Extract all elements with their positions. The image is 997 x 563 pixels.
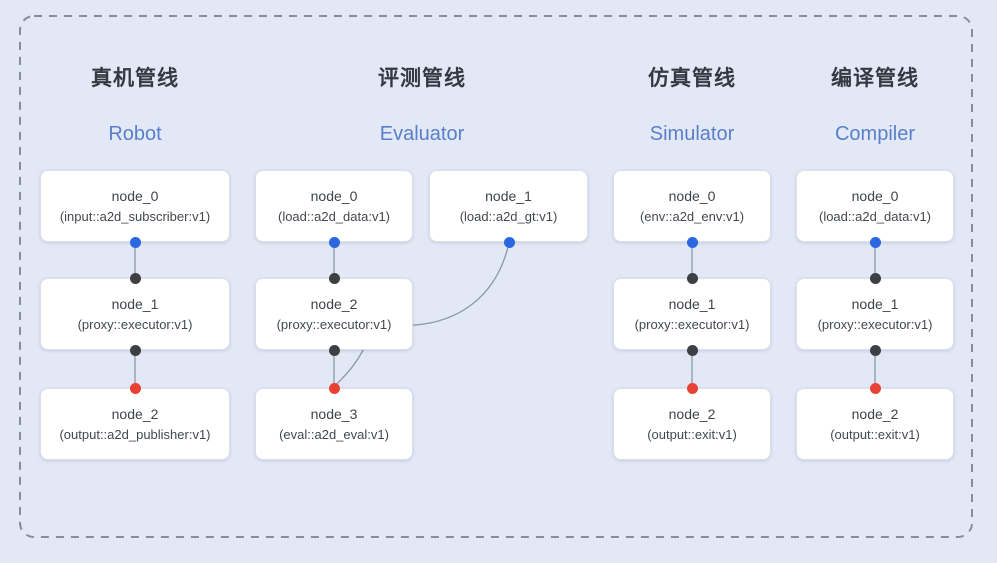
port-dot-black bbox=[686, 344, 698, 356]
port-dot-blue bbox=[328, 236, 340, 248]
pipeline-title-zh-simulator: 仿真管线 bbox=[648, 67, 736, 90]
pipeline-title-en-robot: Robot bbox=[108, 123, 162, 145]
node-subtitle: (env::a2d_env:v1) bbox=[639, 209, 745, 224]
port-dot-black bbox=[328, 344, 340, 356]
pipeline-title-zh-evaluator: 评测管线 bbox=[378, 67, 466, 90]
port-dot-blue bbox=[869, 236, 881, 248]
node-title: node_0 bbox=[851, 188, 899, 204]
node-title: node_0 bbox=[668, 188, 716, 204]
node-card-simulator-node_2: node_2(output::exit:v1) bbox=[613, 388, 771, 460]
node-title: node_1 bbox=[668, 296, 716, 312]
pipeline-title-en-compiler: Compiler bbox=[834, 123, 916, 145]
pipeline-title-zh-robot: 真机管线 bbox=[91, 67, 179, 90]
node-card-evaluator-node_0: node_0(load::a2d_data:v1) bbox=[255, 170, 413, 242]
node-title: node_2 bbox=[310, 296, 358, 312]
port-dot-blue bbox=[129, 236, 141, 248]
node-subtitle: (input::a2d_subscriber:v1) bbox=[59, 209, 211, 224]
node-subtitle: (load::a2d_gt:v1) bbox=[459, 209, 558, 224]
pipeline-title-en-simulator: Simulator bbox=[649, 123, 735, 145]
node-card-evaluator-node_2: node_2(proxy::executor:v1) bbox=[255, 278, 413, 350]
port-dot-black bbox=[869, 344, 881, 356]
node-card-simulator-node_1: node_1(proxy::executor:v1) bbox=[613, 278, 771, 350]
port-dot-black bbox=[129, 272, 141, 284]
node-subtitle: (output::a2d_publisher:v1) bbox=[59, 427, 211, 442]
node-card-compiler-node_0: node_0(load::a2d_data:v1) bbox=[796, 170, 954, 242]
node-title: node_0 bbox=[111, 188, 159, 204]
node-subtitle: (proxy::executor:v1) bbox=[276, 317, 392, 332]
port-dot-black bbox=[686, 272, 698, 284]
port-dot-black bbox=[129, 344, 141, 356]
pipeline-title-en-evaluator: Evaluator bbox=[379, 123, 465, 145]
port-dot-red bbox=[686, 382, 698, 394]
port-dot-blue bbox=[503, 236, 515, 248]
node-title: node_0 bbox=[310, 188, 358, 204]
node-card-robot-node_1: node_1(proxy::executor:v1) bbox=[40, 278, 230, 350]
node-card-compiler-node_2: node_2(output::exit:v1) bbox=[796, 388, 954, 460]
node-card-robot-node_0: node_0(input::a2d_subscriber:v1) bbox=[40, 170, 230, 242]
node-card-evaluator-node_3: node_3(eval::a2d_eval:v1) bbox=[255, 388, 413, 460]
node-title: node_1 bbox=[851, 296, 899, 312]
node-subtitle: (output::exit:v1) bbox=[830, 427, 920, 442]
node-subtitle: (proxy::executor:v1) bbox=[817, 317, 933, 332]
node-title: node_3 bbox=[310, 406, 358, 422]
node-title: node_1 bbox=[485, 188, 532, 204]
port-dot-black bbox=[869, 272, 881, 284]
dashed-frame bbox=[19, 15, 973, 538]
node-title: node_2 bbox=[111, 406, 159, 422]
node-subtitle: (proxy::executor:v1) bbox=[634, 317, 750, 332]
node-card-simulator-node_0: node_0(env::a2d_env:v1) bbox=[613, 170, 771, 242]
port-dot-red bbox=[328, 382, 340, 394]
node-subtitle: (proxy::executor:v1) bbox=[77, 317, 193, 332]
port-dot-blue bbox=[686, 236, 698, 248]
port-dot-black bbox=[328, 272, 340, 284]
node-card-evaluator-node_1: node_1(load::a2d_gt:v1) bbox=[429, 170, 588, 242]
node-subtitle: (load::a2d_data:v1) bbox=[818, 209, 932, 224]
node-subtitle: (output::exit:v1) bbox=[647, 427, 737, 442]
node-title: node_1 bbox=[111, 296, 159, 312]
node-subtitle: (eval::a2d_eval:v1) bbox=[279, 427, 389, 442]
node-card-compiler-node_1: node_1(proxy::executor:v1) bbox=[796, 278, 954, 350]
port-dot-red bbox=[129, 382, 141, 394]
node-title: node_2 bbox=[668, 406, 716, 422]
node-title: node_2 bbox=[851, 406, 899, 422]
node-card-robot-node_2: node_2(output::a2d_publisher:v1) bbox=[40, 388, 230, 460]
pipeline-title-zh-compiler: 编译管线 bbox=[831, 67, 919, 90]
port-dot-red bbox=[869, 382, 881, 394]
node-subtitle: (load::a2d_data:v1) bbox=[277, 209, 391, 224]
